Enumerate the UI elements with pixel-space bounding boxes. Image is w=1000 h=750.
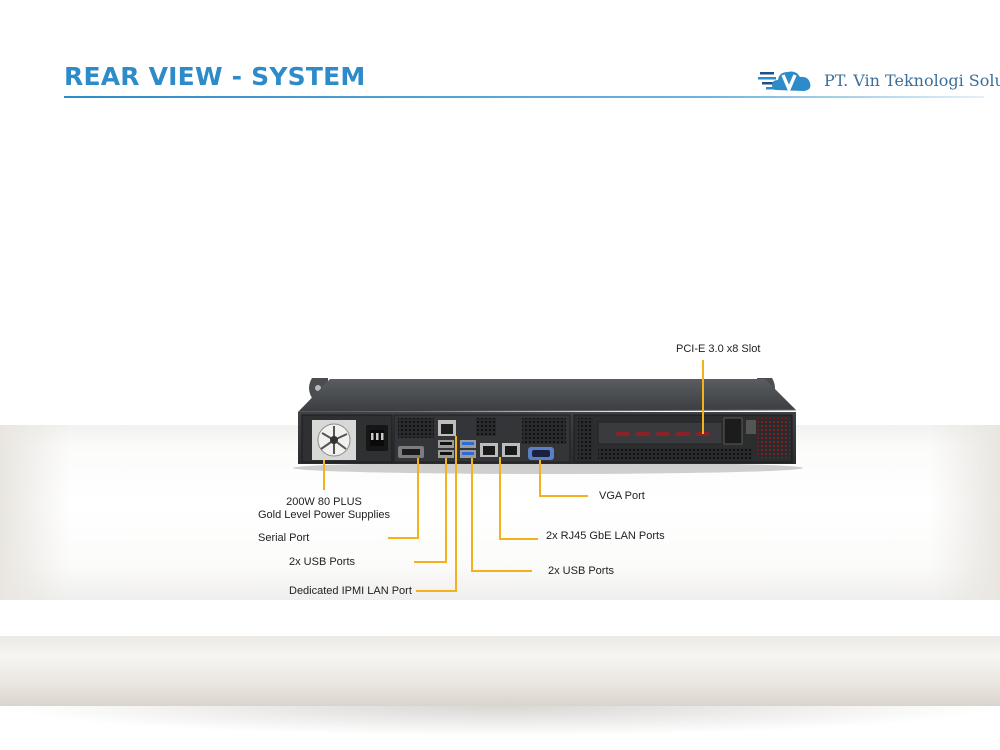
label-usb-ports-left: 2x USB Ports xyxy=(289,556,356,568)
label-power-supply-line2: Gold Level Power Supplies xyxy=(257,509,391,521)
io-vent-right xyxy=(522,418,566,444)
leader-serial xyxy=(388,458,419,539)
table-shadow xyxy=(0,706,1000,736)
label-power-supply: 200W 80 PLUS Gold Level Power Supplies xyxy=(232,496,416,522)
io-vent-left xyxy=(398,418,434,438)
cloud-v-logo-icon xyxy=(758,71,811,91)
leader-usb-left xyxy=(414,458,447,563)
label-pcie-slot: PCI-E 3.0 x8 Slot xyxy=(676,343,761,355)
company-name: PT. Vin Teknologi Solusi xyxy=(824,70,1000,90)
company-brand: PT. Vin Teknologi Solusi xyxy=(758,62,1000,98)
pcie-latch xyxy=(723,417,743,445)
rack-ear-left-hole xyxy=(315,385,321,391)
label-rj45-ports: 2x RJ45 GbE LAN Ports xyxy=(546,530,665,542)
label-usb-ports-right: 2x USB Ports xyxy=(548,565,615,577)
label-serial-port: Serial Port xyxy=(258,532,310,544)
chassis-shadow xyxy=(293,462,803,474)
title-divider xyxy=(64,96,984,98)
leader-usb-right xyxy=(471,458,532,572)
io-vent-mid xyxy=(476,418,496,436)
leader-vga xyxy=(539,460,588,497)
bottom-vent xyxy=(598,448,752,460)
rear-vent-red xyxy=(758,418,790,458)
label-power-supply-line1: 200W 80 PLUS xyxy=(286,496,362,508)
page-title: REAR VIEW - SYSTEM xyxy=(64,62,366,91)
chassis-top xyxy=(298,379,796,412)
leader-ipmi xyxy=(416,436,457,592)
leader-rj45 xyxy=(499,457,538,540)
label-vga-port: VGA Port xyxy=(599,490,645,502)
label-ipmi-port: Dedicated IPMI LAN Port xyxy=(289,585,412,597)
table-surface xyxy=(0,636,1000,706)
callout-leaders xyxy=(323,360,704,592)
